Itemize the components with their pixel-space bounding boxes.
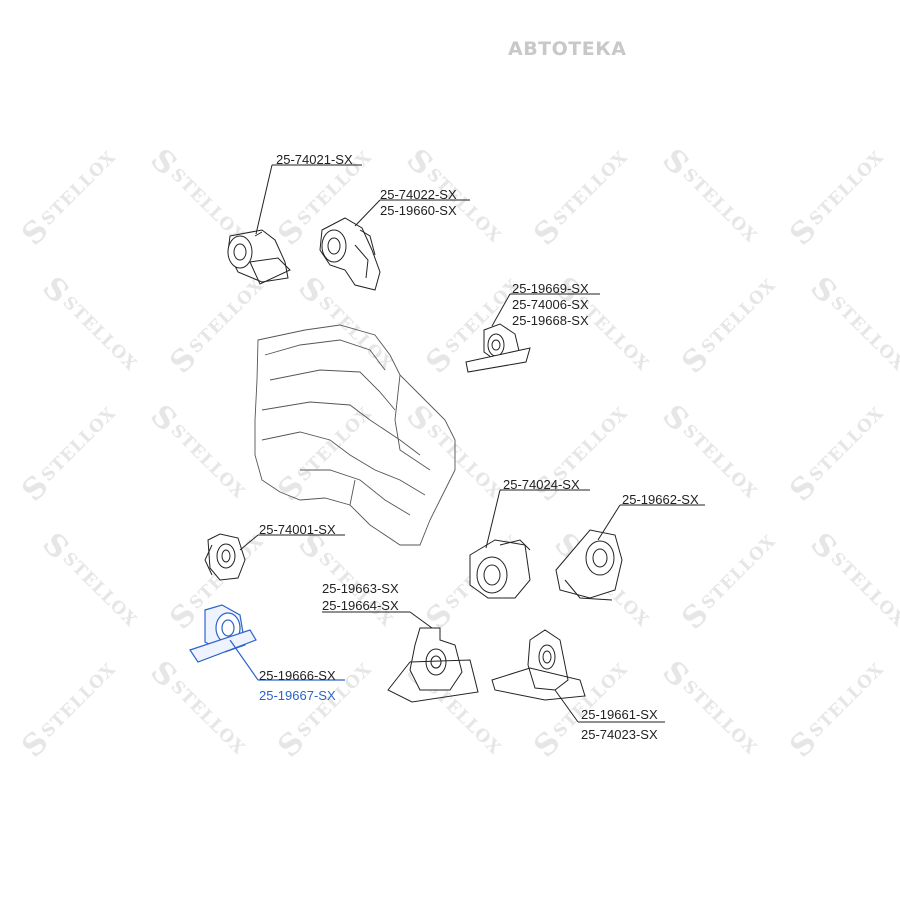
mount-74001 [204,533,345,581]
brand-title: АВТОТЕКА [508,38,627,60]
mount-19661 [491,629,665,723]
label-25-19667-highlighted[interactable]: 25-19667-SX [259,688,336,703]
label-25-74001: 25-74001-SX [259,522,336,537]
mount-74022 [319,199,470,291]
label-25-74021: 25-74021-SX [276,152,353,167]
label-25-19668: 25-19668-SX [512,313,589,328]
label-25-19661: 25-19661-SX [581,707,658,722]
mount-19662 [555,504,705,601]
label-25-19664: 25-19664-SX [322,598,399,613]
label-25-19662: 25-19662-SX [622,492,699,507]
engine-block-outline [254,324,456,546]
mount-19669 [465,293,600,373]
mount-74024 [469,489,590,599]
label-25-19663: 25-19663-SX [322,581,399,596]
label-25-19666: 25-19666-SX [259,668,336,683]
label-25-74024: 25-74024-SX [503,477,580,492]
label-25-19669: 25-19669-SX [512,281,589,296]
mount-74021 [227,164,362,285]
label-25-74022: 25-74022-SX [380,187,457,202]
label-25-74006: 25-74006-SX [512,297,589,312]
label-25-74023: 25-74023-SX [581,727,658,742]
mount-19663 [322,611,479,703]
mount-19666-highlighted [189,604,345,681]
label-25-19660: 25-19660-SX [380,203,457,218]
